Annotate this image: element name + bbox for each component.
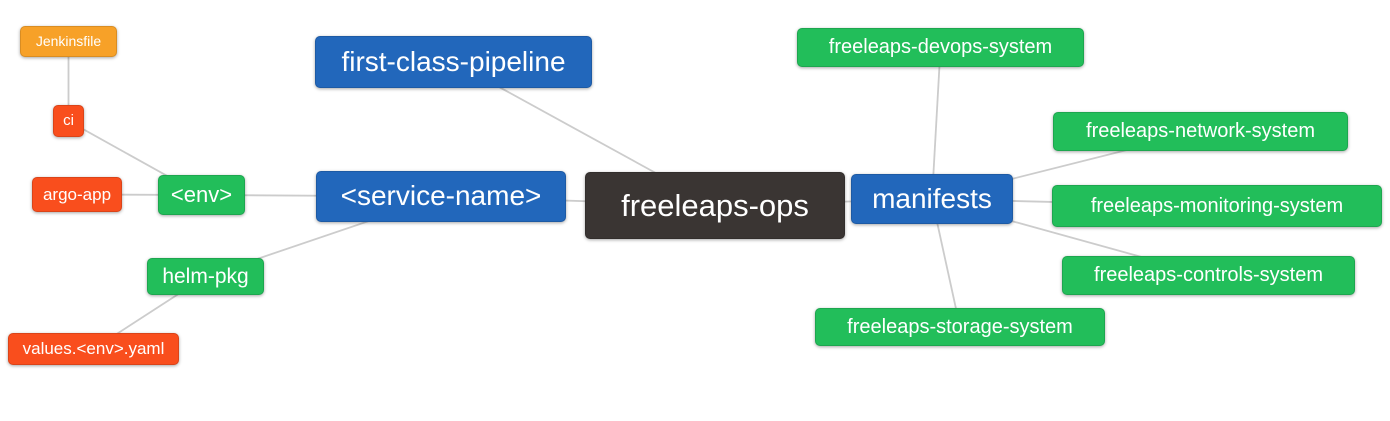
node-freeleaps-storage-system[interactable]: freeleaps-storage-system — [815, 308, 1105, 346]
node-manifests[interactable]: manifests — [851, 174, 1013, 224]
node-freeleaps-devops-system[interactable]: freeleaps-devops-system — [797, 28, 1084, 67]
node-label: values.<env>.yaml — [22, 339, 165, 358]
node-first-class-pipeline[interactable]: first-class-pipeline — [315, 36, 592, 88]
node-freeleaps-monitoring-system[interactable]: freeleaps-monitoring-system — [1052, 185, 1382, 227]
node-label: <service-name> — [340, 180, 542, 211]
node-label: freeleaps-monitoring-system — [1090, 194, 1344, 217]
node-label: manifests — [872, 182, 992, 214]
node-label: helm-pkg — [162, 264, 249, 288]
node-service-name[interactable]: <service-name> — [316, 171, 566, 222]
node-helm-pkg[interactable]: helm-pkg — [147, 258, 264, 295]
node-jenkinsfile[interactable]: Jenkinsfile — [20, 26, 117, 57]
node-label: freeleaps-controls-system — [1094, 264, 1323, 286]
node-label: freeleaps-devops-system — [828, 36, 1053, 58]
node-label: ci — [63, 112, 74, 129]
node-freeleaps-network-system[interactable]: freeleaps-network-system — [1053, 112, 1348, 151]
node-freeleaps-controls-system[interactable]: freeleaps-controls-system — [1062, 256, 1355, 295]
node-values-env-yaml[interactable]: values.<env>.yaml — [8, 333, 179, 365]
node-label: freeleaps-ops — [621, 187, 809, 223]
node-label: Jenkinsfile — [35, 33, 102, 49]
edge-manifests--freeleaps-devops-system — [931, 47, 942, 200]
node-env[interactable]: <env> — [158, 175, 245, 215]
node-label: argo-app — [42, 184, 112, 204]
node-freeleaps-ops[interactable]: freeleaps-ops — [585, 172, 845, 239]
node-argo-app[interactable]: argo-app — [32, 177, 122, 212]
node-label: first-class-pipeline — [341, 45, 566, 77]
node-label: freeleaps-network-system — [1086, 120, 1315, 142]
node-ci[interactable]: ci — [53, 105, 84, 137]
node-label: freeleaps-storage-system — [847, 315, 1073, 338]
node-label: <env> — [170, 181, 233, 207]
